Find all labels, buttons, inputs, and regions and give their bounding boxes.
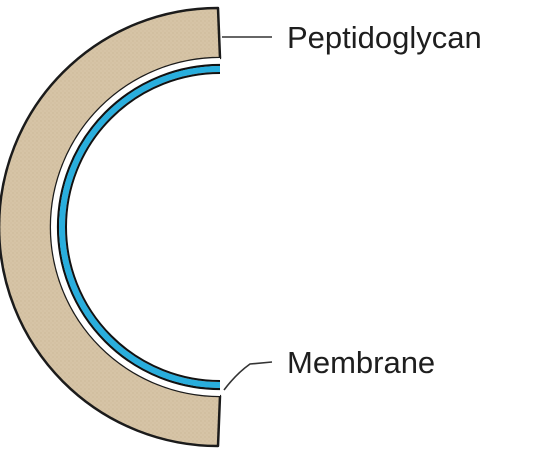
peptidoglycan-label: Peptidoglycan <box>287 20 482 55</box>
membrane-leader-line <box>224 362 272 390</box>
membrane-label: Membrane <box>287 345 435 380</box>
